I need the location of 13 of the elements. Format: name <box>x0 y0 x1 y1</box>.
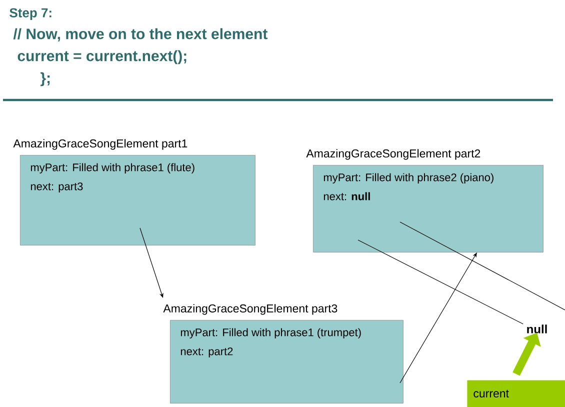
code-line: }; <box>40 72 50 86</box>
object-heading: AmazingGraceSongElement part1 <box>13 139 188 150</box>
arrow <box>140 228 164 298</box>
code-line: current = current.next(); <box>18 50 186 64</box>
object-heading: AmazingGraceSongElement part2 <box>306 149 480 160</box>
object-heading: AmazingGraceSongElement part3 <box>163 304 338 315</box>
object-box: myPart: Filled with phrase2 (piano) next: null <box>313 165 544 252</box>
title: Step 7: <box>10 8 52 20</box>
object-box: myPart: Filled with phrase1 (flute) next: part3 <box>20 155 256 246</box>
pointer-box: current <box>467 380 565 407</box>
object-box: myPart: Filled with phrase1 (trumpet) next: part2 <box>170 320 404 404</box>
null-label: null <box>527 324 547 334</box>
code-line: // Now, move on to the next element <box>13 28 268 42</box>
